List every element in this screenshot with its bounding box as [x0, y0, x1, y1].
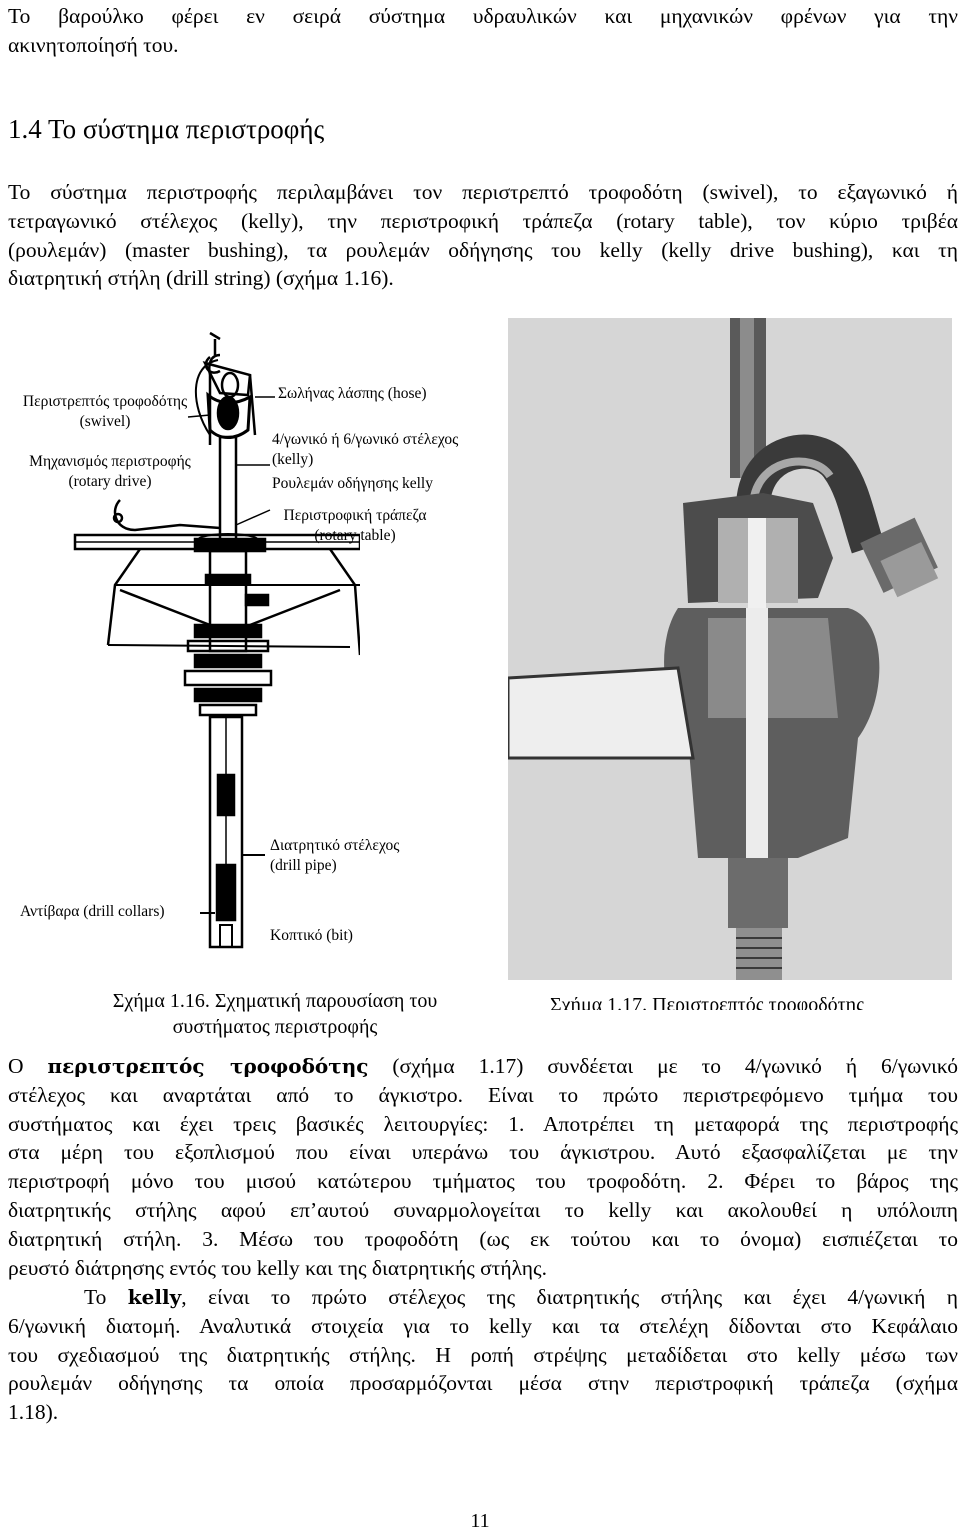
label-rotary-drive: Μηχανισμός περιστροφής (rotary drive)	[29, 453, 191, 490]
paragraph-line: συστήματος και έχει τρεις βασικές λειτου…	[8, 1111, 958, 1136]
paragraph-line: τετραγωνικό στέλεχος (kelly), την περιστ…	[8, 208, 958, 233]
intro-paragraph: Το βαρούλκο φέρει εν σειρά σύστημα υδραυ…	[8, 2, 958, 60]
label-kelly: 4/γωνικό ή 6/γωνικό στέλεχος (kelly)	[272, 431, 459, 468]
paragraph-3: Το kelly, είναι το πρώτο στέλεχος της δι…	[8, 1283, 958, 1427]
paragraph-line: Το kelly, είναι το πρώτο στέλεχος της δι…	[84, 1285, 958, 1309]
paragraph-line: (ρουλεμάν) (master bushing), τα ρουλεμάν…	[8, 237, 958, 262]
label-swivel: Περιστρεπτός τροφοδότης (swivel)	[22, 393, 188, 430]
paragraph-line: ρευστό διάτρησης εντός του kelly και της…	[8, 1255, 547, 1280]
figure-17-caption: Σχήμα 1.17. Περιστρεπτός τροφοδότης	[550, 994, 865, 1010]
paragraph-line: Ο περιστρεπτός τροφοδότης (σχήμα 1.17) σ…	[8, 1054, 959, 1078]
paragraph-line: 1.18).	[8, 1400, 59, 1425]
paragraph-line: ρουλεμάν οδήγησης τα οποία προσαρμόζοντα…	[8, 1371, 958, 1396]
section-number: 1.4	[8, 114, 42, 144]
paragraph-line: Το σύστημα περιστροφής περιλαμβάνει τον …	[8, 180, 958, 204]
intro-line: Το βαρούλκο φέρει εν σειρά σύστημα υδραυ…	[8, 4, 958, 28]
intro-line: ακινητοποίησή του.	[8, 32, 179, 57]
rotary-system-schematic	[73, 331, 360, 949]
label-drill-pipe: Διατρητικό στέλεχος (drill pipe)	[270, 837, 400, 874]
swivel-photo	[508, 318, 952, 980]
paragraph-line: του σχεδιασμού της διατρητικής στήλης. Η…	[8, 1342, 958, 1367]
label-bit: Κοπτικό (bit)	[270, 927, 353, 944]
paragraph-line: διατρητική στήλη (drill string) (σχήμα 1…	[8, 266, 394, 291]
paragraph-line: διατρητικής στήλης αφού επ’αυτού συναρμο…	[8, 1197, 958, 1222]
figure-16-caption: Σχήμα 1.16. Σχηματική παρουσίαση του συσ…	[112, 990, 438, 1038]
paragraph-line: στέλεχος και αναρτάται από το άγκιστρο. …	[8, 1082, 958, 1107]
label-kelly-bushing: Ρουλεμάν οδήγησης kelly	[272, 475, 433, 492]
page-number: 11	[470, 1510, 490, 1532]
bold-term-swivel: περιστρεπτός τροφοδότης	[47, 1054, 369, 1078]
section-title: Το σύστημα περιστροφής	[48, 114, 325, 144]
paragraph-line: περιστροφή μόνο του μισού κατώτερου τμήμ…	[8, 1169, 958, 1194]
paragraph-line: στα μέρη του εξοπλισμού που είναι υπεράν…	[8, 1140, 958, 1165]
paragraph-line: 6/γωνική διατομή. Αναλυτικά στοιχεία για…	[8, 1313, 958, 1338]
bold-term-kelly: kelly	[127, 1285, 182, 1309]
section-heading: 1.4 Το σύστημα περιστροφής	[8, 114, 324, 145]
paragraph-line: διατρητική στήλη. 3. Μέσω του τροφοδότη …	[8, 1226, 958, 1251]
label-drill-collars: Αντίβαρα (drill collars)	[20, 903, 165, 920]
label-rotary-table: Περιστροφική τράπεζα (rotary table)	[283, 507, 427, 544]
label-hose: Σωλήνας λάσπης (hose)	[278, 385, 427, 402]
paragraph-1: Το σύστημα περιστροφής περιλαμβάνει τον …	[8, 178, 958, 293]
paragraph-2: Ο περιστρεπτός τροφοδότης (σχήμα 1.17) σ…	[8, 1052, 958, 1282]
